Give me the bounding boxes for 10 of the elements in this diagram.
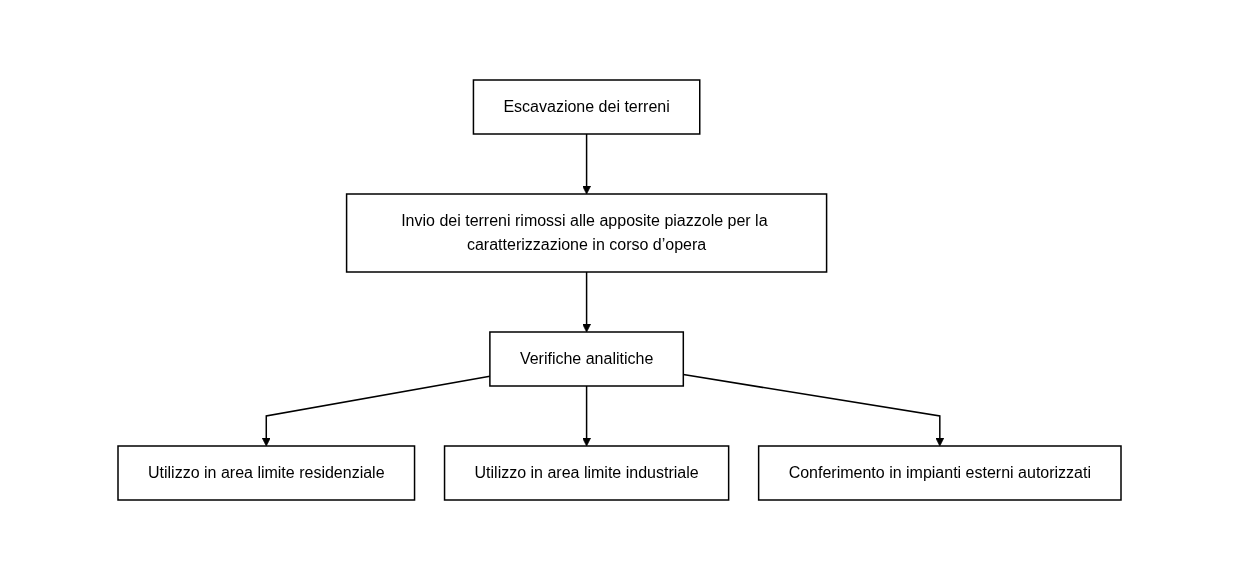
arrow: [581, 270, 591, 332]
arrow: [581, 384, 591, 446]
node-box: Conferimento in impianti esterni autorizzati: [757, 444, 1122, 501]
arrow: [581, 132, 591, 194]
node-box: Verifiche analitiche: [488, 330, 684, 387]
arrow: [682, 373, 944, 446]
node-box: Utilizzo in area limite industriale: [443, 444, 729, 501]
node-box: Invio dei terreni rimossi alle apposite piazzole per la caratterizzazione in corso d’opera: [345, 192, 827, 273]
node-box: Utilizzo in area limite residenziale: [116, 444, 415, 501]
node-box: Escavazione dei terreni: [472, 78, 700, 135]
